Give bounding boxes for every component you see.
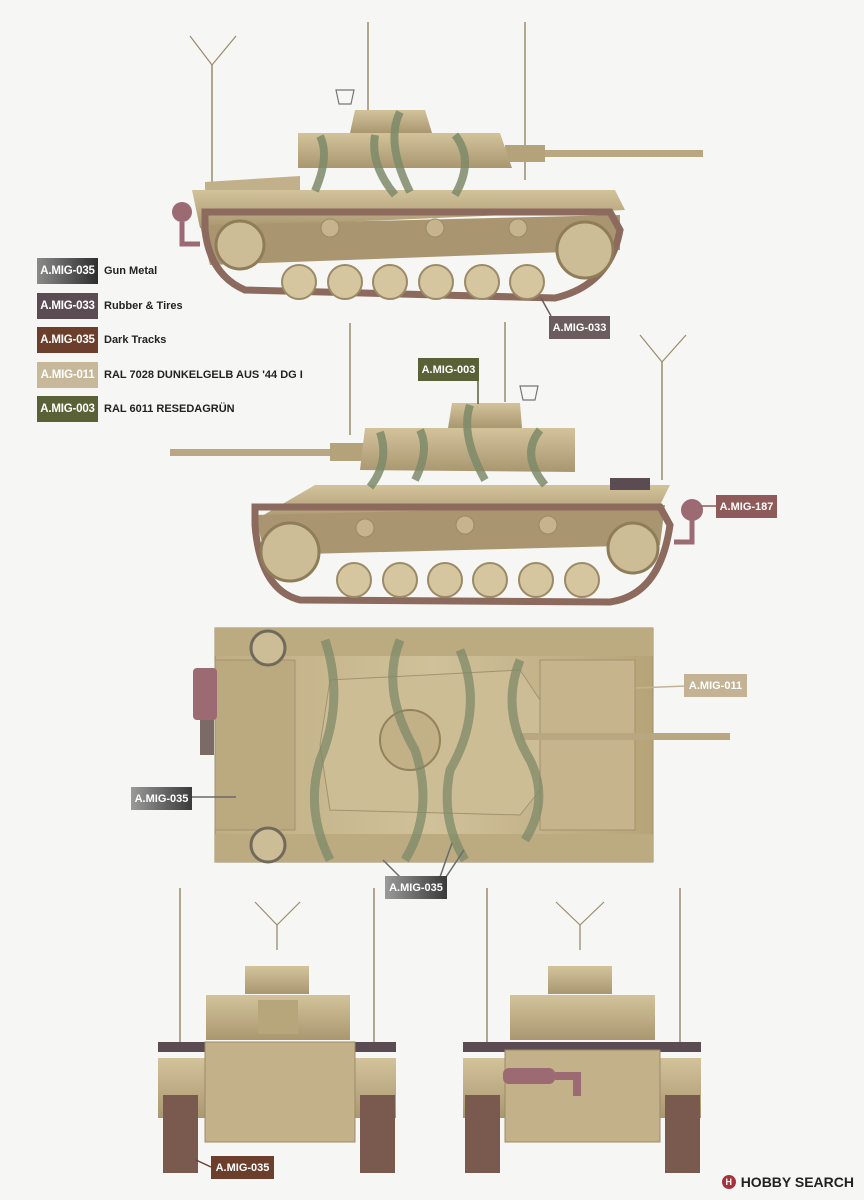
callout-side2-muffler: A.MIG-187 [716, 495, 777, 518]
legend-item: A.MIG-035 Dark Tracks [37, 327, 303, 353]
legend-label: Rubber & Tires [104, 299, 183, 312]
color-legend: A.MIG-035 Gun Metal A.MIG-033 Rubber & T… [37, 258, 303, 431]
callout-top-tool: A.MIG-035 [131, 787, 192, 810]
side-view-left [170, 322, 718, 606]
hobby-search-watermark: H HOBBY SEARCH [721, 1174, 854, 1190]
legend-label: Dark Tracks [104, 334, 167, 346]
watermark-text: HOBBY SEARCH [740, 1174, 854, 1190]
front-view [158, 888, 396, 1173]
legend-swatch: A.MIG-003 [37, 396, 98, 422]
legend-swatch: A.MIG-035 [37, 327, 98, 353]
legend-swatch: A.MIG-035 [37, 258, 98, 284]
side-view-right [172, 22, 703, 317]
legend-label: RAL 7028 DUNKELGELB AUS '44 DG I [104, 368, 303, 381]
legend-item: A.MIG-035 Gun Metal [37, 258, 303, 284]
legend-swatch: A.MIG-033 [37, 292, 98, 319]
callout-front-tracks: A.MIG-035 [211, 1156, 274, 1179]
legend-item: A.MIG-033 Rubber & Tires [37, 292, 303, 319]
callout-side2-turret: A.MIG-003 [418, 358, 479, 381]
hobby-search-logo-icon: H [721, 1175, 736, 1189]
legend-label: Gun Metal [104, 265, 158, 277]
legend-label: RAL 6011 RESEDAGRÜN [104, 403, 235, 415]
callout-top-exhaust: A.MIG-035 [385, 876, 447, 899]
legend-item: A.MIG-003 RAL 6011 RESEDAGRÜN [37, 396, 303, 422]
legend-item: A.MIG-011 RAL 7028 DUNKELGELB AUS '44 DG… [37, 361, 303, 388]
top-view [191, 627, 730, 878]
rear-view [463, 888, 701, 1173]
callout-side1-tracks: A.MIG-033 [549, 316, 610, 339]
callout-top-hull: A.MIG-011 [684, 674, 747, 697]
legend-swatch: A.MIG-011 [37, 361, 98, 388]
